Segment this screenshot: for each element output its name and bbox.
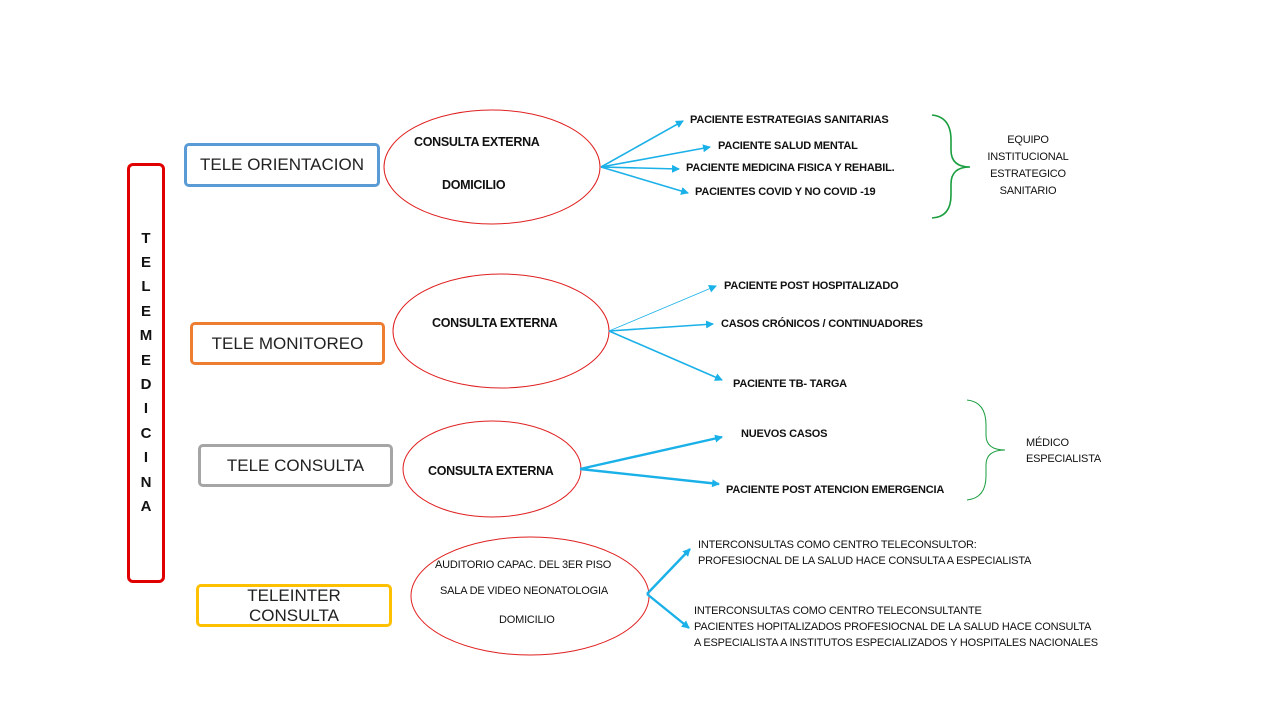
- arrow: [600, 166, 689, 195]
- target-label: PACIENTE MEDICINA FISICA Y REHABIL.: [686, 162, 895, 174]
- group-line: INSTITUCIONAL: [987, 151, 1069, 163]
- target-line: INTERCONSULTAS COMO CENTRO TELECONSULTAN…: [694, 605, 982, 617]
- tele-consulta-label: TELE CONSULTA: [226, 455, 365, 475]
- arrow: [608, 320, 714, 332]
- title-letter: E: [140, 253, 151, 271]
- tele-monitoreo-box: TELE MONITOREO: [190, 322, 385, 365]
- target-label: PACIENTES COVID Y NO COVID -19: [695, 186, 876, 198]
- ellipse-orientacion: [383, 109, 601, 225]
- group-medico-label: MÉDICO ESPECIALISTA: [1026, 435, 1101, 467]
- target-line: PROFESIOCNAL DE LA SALUD HACE CONSULTA A…: [698, 555, 1032, 567]
- title-letter: L: [141, 278, 151, 296]
- title-letter: M: [139, 327, 153, 345]
- title-letter: D: [140, 376, 152, 393]
- target-label: PACIENTE POST ATENCION EMERGENCIA: [726, 484, 945, 496]
- tele-monitoreo-label: TELE MONITOREO: [211, 333, 364, 353]
- target-label: INTERCONSULTAS COMO CENTRO TELECONSULTOR…: [698, 537, 1031, 569]
- title-letter: E: [140, 351, 151, 369]
- tele-orientacion-label: TELE ORIENTACION: [199, 155, 365, 174]
- target-label: INTERCONSULTAS COMO CENTRO TELECONSULTAN…: [694, 603, 1098, 651]
- target-label: PACIENTE ESTRATEGIAS SANITARIAS: [690, 114, 889, 126]
- arrow: [579, 434, 723, 471]
- tele-consulta-box: TELE CONSULTA: [198, 444, 393, 487]
- title-letter: C: [140, 424, 152, 442]
- arrow: [646, 593, 690, 629]
- brace-equipo: [931, 114, 971, 219]
- target-line: PACIENTES HOPITALIZADOS PROFESIOCNAL DE …: [694, 621, 1092, 633]
- group-line: MÉDICO: [1026, 437, 1069, 449]
- ellipse-text: SALA DE VIDEO NEONATOLOGIA: [440, 585, 609, 597]
- ellipse-text: AUDITORIO CAPAC. DEL 3ER PISO: [435, 559, 612, 571]
- title-letter: T: [141, 229, 151, 247]
- teleinter-label-line2: CONSULTA: [248, 605, 340, 625]
- group-line: SANITARIO: [999, 185, 1057, 197]
- title-letter: I: [143, 449, 149, 467]
- title-letter: A: [140, 498, 152, 516]
- ellipse-text: CONSULTA EXTERNA: [432, 316, 558, 330]
- ellipse-text: DOMICILIO: [442, 178, 506, 192]
- ellipse-monitoreo: [392, 273, 610, 389]
- arrow: [600, 144, 711, 168]
- arrow: [579, 467, 720, 488]
- title-letter: E: [140, 302, 151, 320]
- target-label: CASOS CRÓNICOS / CONTINUADORES: [721, 318, 923, 330]
- group-line: ESPECIALISTA: [1026, 453, 1102, 465]
- brace-medico: [966, 399, 1006, 501]
- target-label: NUEVOS CASOS: [741, 428, 828, 440]
- target-label: PACIENTE POST HOSPITALIZADO: [724, 280, 899, 292]
- title-letter: I: [143, 400, 149, 418]
- title-letter: N: [140, 473, 152, 491]
- target-line: INTERCONSULTAS COMO CENTRO TELECONSULTOR…: [698, 539, 977, 551]
- group-equipo-label: EQUIPO INSTITUCIONAL ESTRATEGICO SANITAR…: [978, 132, 1078, 200]
- arrow: [608, 330, 723, 381]
- target-label: PACIENTE TB- TARGA: [733, 378, 847, 390]
- arrow: [600, 120, 684, 168]
- group-line: EQUIPO: [1007, 134, 1049, 146]
- teleinter-label-line1: TELEINTER: [247, 585, 341, 605]
- target-label: PACIENTE SALUD MENTAL: [718, 140, 858, 152]
- tele-orientacion-box: TELE ORIENTACION: [184, 143, 380, 187]
- ellipse-text: CONSULTA EXTERNA: [414, 135, 540, 149]
- target-line: A ESPECIALISTA A INSTITUTOS ESPECIALIZAD…: [694, 637, 1098, 649]
- arrow: [600, 164, 680, 173]
- arrow: [646, 548, 691, 595]
- arrow: [608, 285, 717, 332]
- group-line: ESTRATEGICO: [990, 168, 1066, 180]
- ellipse-text: CONSULTA EXTERNA: [428, 464, 554, 478]
- ellipse-text: DOMICILIO: [499, 614, 555, 626]
